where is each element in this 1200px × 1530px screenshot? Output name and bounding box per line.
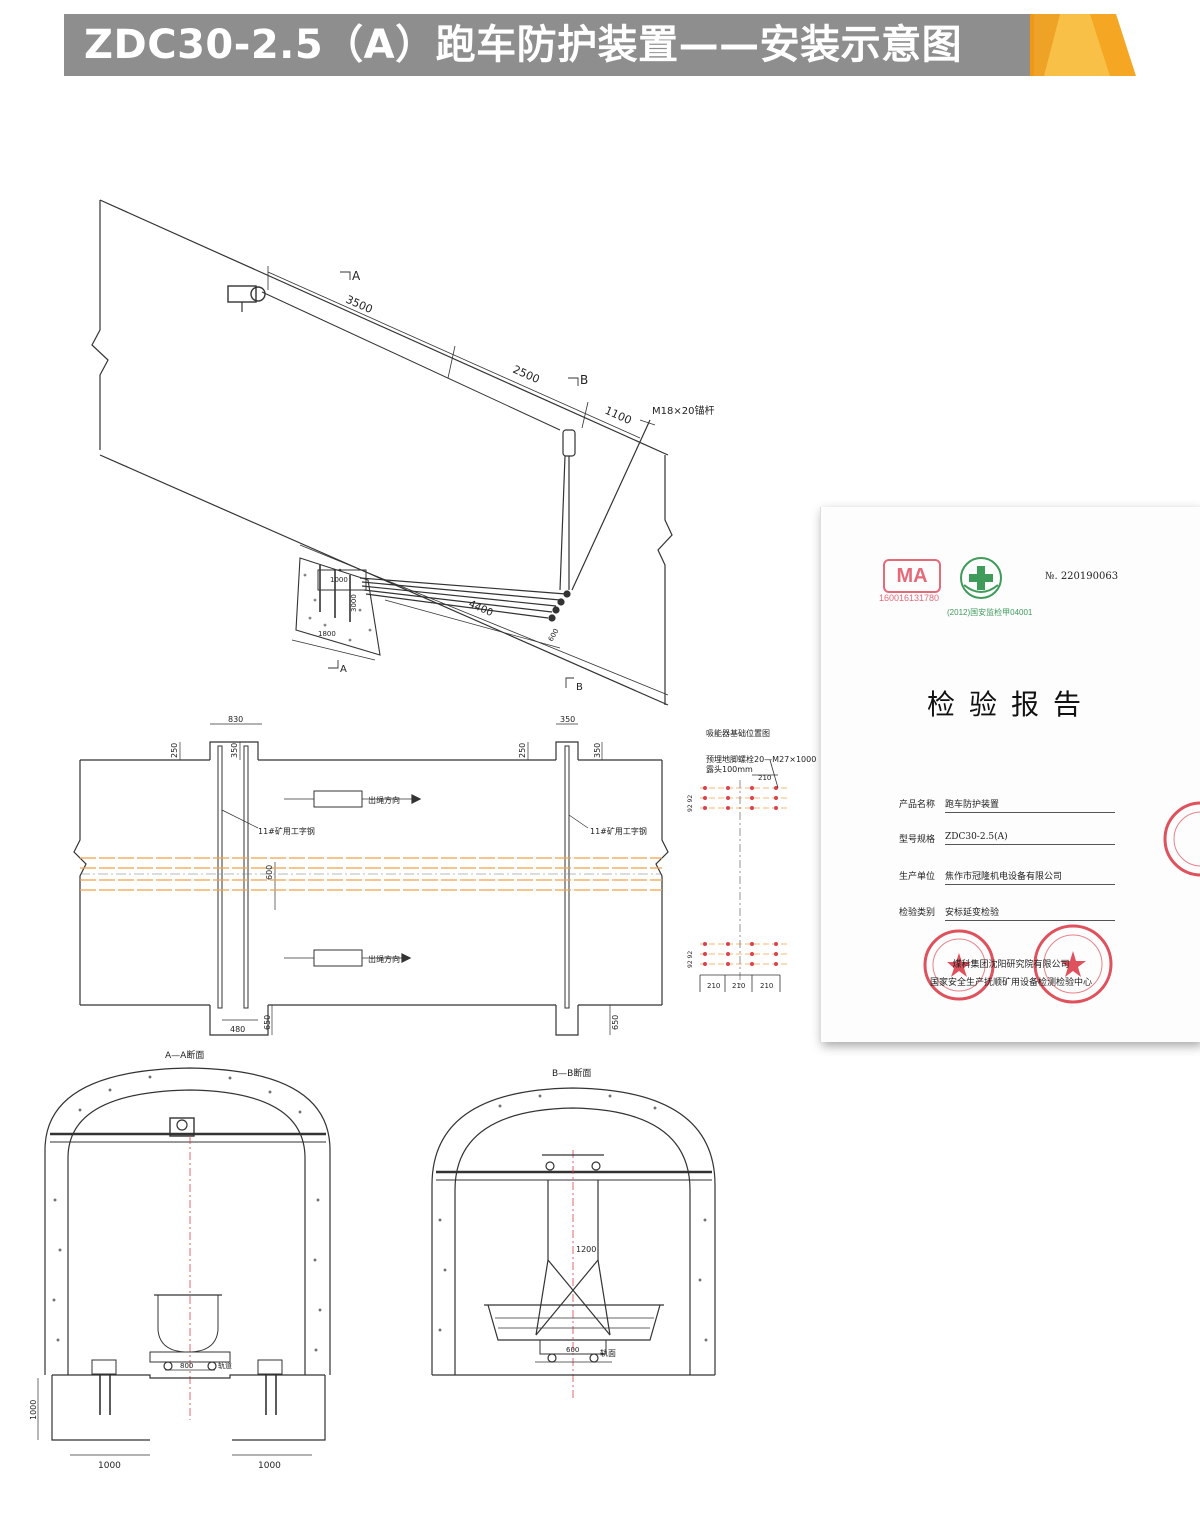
plan-dimension-480: 480 — [230, 1025, 245, 1034]
red-seal-icon — [1033, 924, 1113, 1004]
issuer-line-2: 国家安全生产抚顺矿用设备检测检验中心 — [929, 978, 1092, 988]
detail-title: 吸能器基础位置图 — [706, 728, 770, 738]
ma-number: 160016131780 — [879, 593, 940, 603]
report-title: 检验报告 — [926, 688, 1095, 721]
detail-note-1: 预埋地脚螺栓20—M27×1000 — [706, 754, 816, 764]
certification-logo-icon — [960, 557, 1002, 599]
field-product-name: 产品名称 跑车防护装置 — [899, 795, 1115, 813]
red-seal-icon — [923, 929, 995, 1001]
beam-label-left: 11#矿用工字钢 — [258, 826, 315, 836]
field-value: 跑车防护装置 — [945, 797, 1115, 813]
bolt-label: M18×20锚杆 — [652, 405, 714, 417]
dimension-1800: 1800 — [318, 630, 336, 638]
section-b-top-label: B — [580, 373, 588, 387]
bb-rail-label: 轨面 — [600, 1348, 616, 1358]
field-value: ZDC30-2.5(A) — [945, 832, 1115, 845]
ma-logo: MA — [883, 559, 941, 593]
plan-dimension-350-left: 350 — [230, 743, 239, 758]
dimension-1000: 1000 — [330, 576, 348, 584]
red-seal-partial-icon — [1163, 801, 1200, 877]
slope-elevation-view — [91, 199, 673, 706]
direction-label-top: 出绳方向 — [368, 795, 400, 805]
bb-dimension-1200: 1200 — [576, 1245, 596, 1254]
aa-rail-label: 轨道 — [218, 1361, 232, 1370]
plan-dimension-350-right2: 350 — [593, 743, 602, 758]
plan-dimension-650-right: 650 — [611, 1015, 620, 1030]
field-model: 型号规格 ZDC30-2.5(A) — [899, 830, 1115, 848]
page-title: ZDC30-2.5（A）跑车防护装置——安装示意图 — [84, 22, 963, 68]
dimension-3000: 3000 — [350, 594, 358, 612]
detail-210-a: 210 — [707, 982, 720, 990]
plan-dimension-650-left: 650 — [263, 1015, 272, 1030]
detail-side-top: 92 92 — [687, 795, 694, 812]
dimension-600-slope: 600 — [547, 627, 561, 643]
section-a-bottom-label: A — [340, 664, 347, 675]
plan-dimension-250-right: 250 — [518, 743, 527, 758]
aa-dimension-1000-right: 1000 — [258, 1461, 281, 1471]
aa-dimension-800: 800 — [180, 1362, 193, 1370]
field-label: 生产单位 — [899, 872, 936, 882]
plan-dimension-350-right: 350 — [560, 715, 575, 724]
section-aa-view — [37, 1067, 331, 1456]
field-label: 检验类别 — [899, 908, 936, 918]
document-number: №. 220190063 — [1045, 571, 1119, 582]
detail-210-b: 210 — [732, 982, 745, 990]
aa-dimension-1000-left: 1000 — [98, 1461, 121, 1471]
bb-dimension-600: 600 — [566, 1346, 579, 1354]
detail-side-bottom: 92 92 — [687, 951, 694, 968]
direction-label-bottom: 出绳方向 — [368, 954, 400, 964]
section-aa-title: A—A断面 — [165, 1049, 204, 1061]
plan-dimension-600: 600 — [265, 865, 274, 880]
plan-dimension-250-left: 250 — [170, 743, 179, 758]
detail-note-2: 露头100mm — [706, 764, 753, 774]
section-bb-title: B—B断面 — [552, 1067, 591, 1079]
plan-dimension-830: 830 — [228, 715, 243, 724]
field-label: 型号规格 — [899, 835, 936, 845]
section-b-bottom-label: B — [576, 682, 583, 693]
title-bar: ZDC30-2.5（A）跑车防护装置——安装示意图 — [64, 14, 1034, 76]
field-manufacturer: 生产单位 焦作市冠隆机电设备有限公司 — [899, 867, 1115, 885]
beam-label-right: 11#矿用工字钢 — [590, 826, 647, 836]
aa-dimension-1000-height: 1000 — [29, 1400, 38, 1420]
dimension-4400: 4400 — [467, 599, 495, 619]
field-inspection-type: 检验类别 安标延变检验 — [899, 903, 1115, 921]
bolt-layout-detail — [699, 759, 790, 992]
section-bb-view — [431, 1087, 716, 1400]
inspection-report-card: MA 160016131780 (2012)国安监检甲04001 №. 2201… — [820, 507, 1200, 1042]
certification-number: (2012)国安监检甲04001 — [947, 608, 1033, 617]
detail-210-c: 210 — [760, 982, 773, 990]
detail-210-top: 210 — [758, 774, 771, 782]
field-label: 产品名称 — [899, 800, 936, 810]
field-value: 焦作市冠隆机电设备有限公司 — [945, 869, 1115, 885]
issuer-line-1: 煤科集团沈阳研究院有限公司 — [952, 960, 1070, 970]
header-accent-shape — [1030, 14, 1136, 76]
section-a-top-label: A — [352, 269, 361, 283]
field-value: 安标延变检验 — [945, 905, 1115, 921]
